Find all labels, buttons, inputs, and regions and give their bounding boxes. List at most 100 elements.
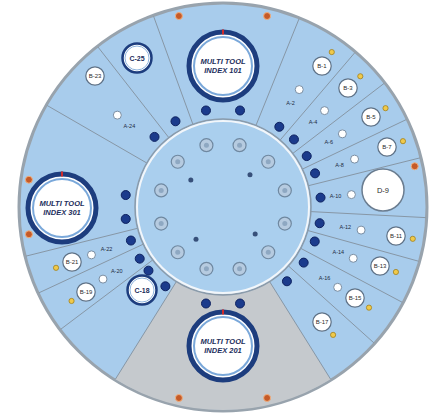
tool-ring xyxy=(362,108,380,126)
sector-dividers xyxy=(26,16,426,379)
multi-tool-station: MULTI TOOL INDEX 201 xyxy=(186,309,260,383)
bolt-dot xyxy=(264,13,271,20)
hub-hole-center xyxy=(266,159,271,164)
hub-hole-center xyxy=(266,250,271,255)
a-station-hole xyxy=(349,254,357,262)
station-number: A-16 xyxy=(319,275,331,281)
hub-hole-center xyxy=(237,143,242,148)
hub-pin xyxy=(194,237,199,242)
sector-divider xyxy=(256,19,299,126)
sector-divider xyxy=(293,83,384,153)
station-label: B-17 xyxy=(316,319,329,325)
a-station-hole xyxy=(357,226,365,234)
station-label: MULTI TOOL INDEX 101 xyxy=(198,57,248,75)
tool-ring xyxy=(63,253,81,271)
clamp-dot xyxy=(302,152,311,161)
hub-hole-center xyxy=(204,143,209,148)
a-station-hole xyxy=(347,191,355,199)
sector-divider xyxy=(270,282,331,380)
clamp-dot xyxy=(161,282,170,291)
index-mark xyxy=(222,310,224,315)
b-station: B-21 xyxy=(62,252,82,272)
tool-ring xyxy=(371,257,389,275)
clamp-dot xyxy=(316,193,325,202)
clamp-dot xyxy=(310,237,319,246)
station-label: C-25 xyxy=(129,55,144,62)
coolant-dot xyxy=(358,74,363,79)
multi-tool-station: MULTI TOOL INDEX 301 xyxy=(25,171,99,245)
tool-inner-ring xyxy=(130,278,154,302)
station-number: A-10 xyxy=(330,193,342,199)
tool-inner-ring xyxy=(194,317,252,375)
hub-pin xyxy=(188,178,193,183)
clamp-dot xyxy=(121,191,130,200)
tool-inner-ring xyxy=(125,46,149,70)
bolt-dot xyxy=(264,394,271,401)
hub-holes xyxy=(155,139,292,276)
b-station: B-19 xyxy=(76,282,96,302)
station-label: B-11 xyxy=(390,233,402,239)
hub-hole-center xyxy=(175,159,180,164)
sector-divider xyxy=(98,47,169,138)
clamp-dot xyxy=(311,169,320,178)
tool-inner-ring xyxy=(194,37,252,95)
clamp-dot xyxy=(201,106,210,115)
tool-ring xyxy=(77,283,95,301)
clamp-dot xyxy=(135,254,144,263)
station-label: B-7 xyxy=(382,144,391,150)
station-label: B-21 xyxy=(66,259,79,265)
station-number: A-8 xyxy=(335,162,344,168)
clamp-dot xyxy=(126,236,135,245)
sector-divider xyxy=(302,120,406,170)
index-mark xyxy=(61,172,63,177)
a-station-hole xyxy=(338,130,346,138)
b-station: B-7 xyxy=(377,137,397,157)
tool-ring xyxy=(189,32,257,100)
clamp-dot xyxy=(121,214,130,223)
sector-divider xyxy=(311,212,426,218)
clamp-dot xyxy=(144,266,153,275)
hub-hole-center xyxy=(159,221,164,226)
b-station: B-1 xyxy=(312,56,332,76)
hub-hole xyxy=(262,246,275,259)
hub-hole xyxy=(200,262,213,275)
station-number: A-20 xyxy=(111,268,123,274)
a-station-hole xyxy=(87,251,95,259)
hub-pin xyxy=(247,172,252,177)
hub-hole xyxy=(233,262,246,275)
tool-ring xyxy=(313,57,331,75)
station-label: MULTI TOOL INDEX 301 xyxy=(37,199,87,217)
tool-ring xyxy=(313,313,331,331)
a-station-hole xyxy=(295,86,303,94)
a-station-hole xyxy=(113,111,121,119)
clamp-dot xyxy=(201,299,210,308)
station-dots xyxy=(25,13,418,402)
a-station-hole xyxy=(351,155,359,163)
clamp-dot xyxy=(299,258,308,267)
b-station: B-13 xyxy=(370,256,390,276)
sector-divider xyxy=(47,106,147,164)
hub-hole-center xyxy=(237,266,242,271)
station-label: B-23 xyxy=(89,73,102,79)
index-mark xyxy=(222,30,224,35)
station-number: A-2 xyxy=(286,100,295,106)
station-label: B-5 xyxy=(366,114,375,120)
clamp-dot xyxy=(236,299,245,308)
tool-ring xyxy=(189,312,257,380)
hub-hole xyxy=(278,184,291,197)
station-number: A-24 xyxy=(124,123,136,129)
hub-pin xyxy=(253,231,258,236)
hub-hole-center xyxy=(159,188,164,193)
station-label: B-3 xyxy=(343,85,352,91)
coolant-dot xyxy=(400,139,405,144)
hub-hole xyxy=(278,217,291,230)
tool-ring xyxy=(123,44,152,73)
hub-disc xyxy=(137,121,309,293)
b-station: B-17 xyxy=(312,312,332,332)
bolt-dot xyxy=(25,231,32,238)
coolant-dot xyxy=(393,269,398,274)
b-station: B-15 xyxy=(345,288,365,308)
tool-inner-ring xyxy=(33,179,91,237)
hub-outer-ring xyxy=(135,119,311,295)
tool-ring xyxy=(378,138,396,156)
